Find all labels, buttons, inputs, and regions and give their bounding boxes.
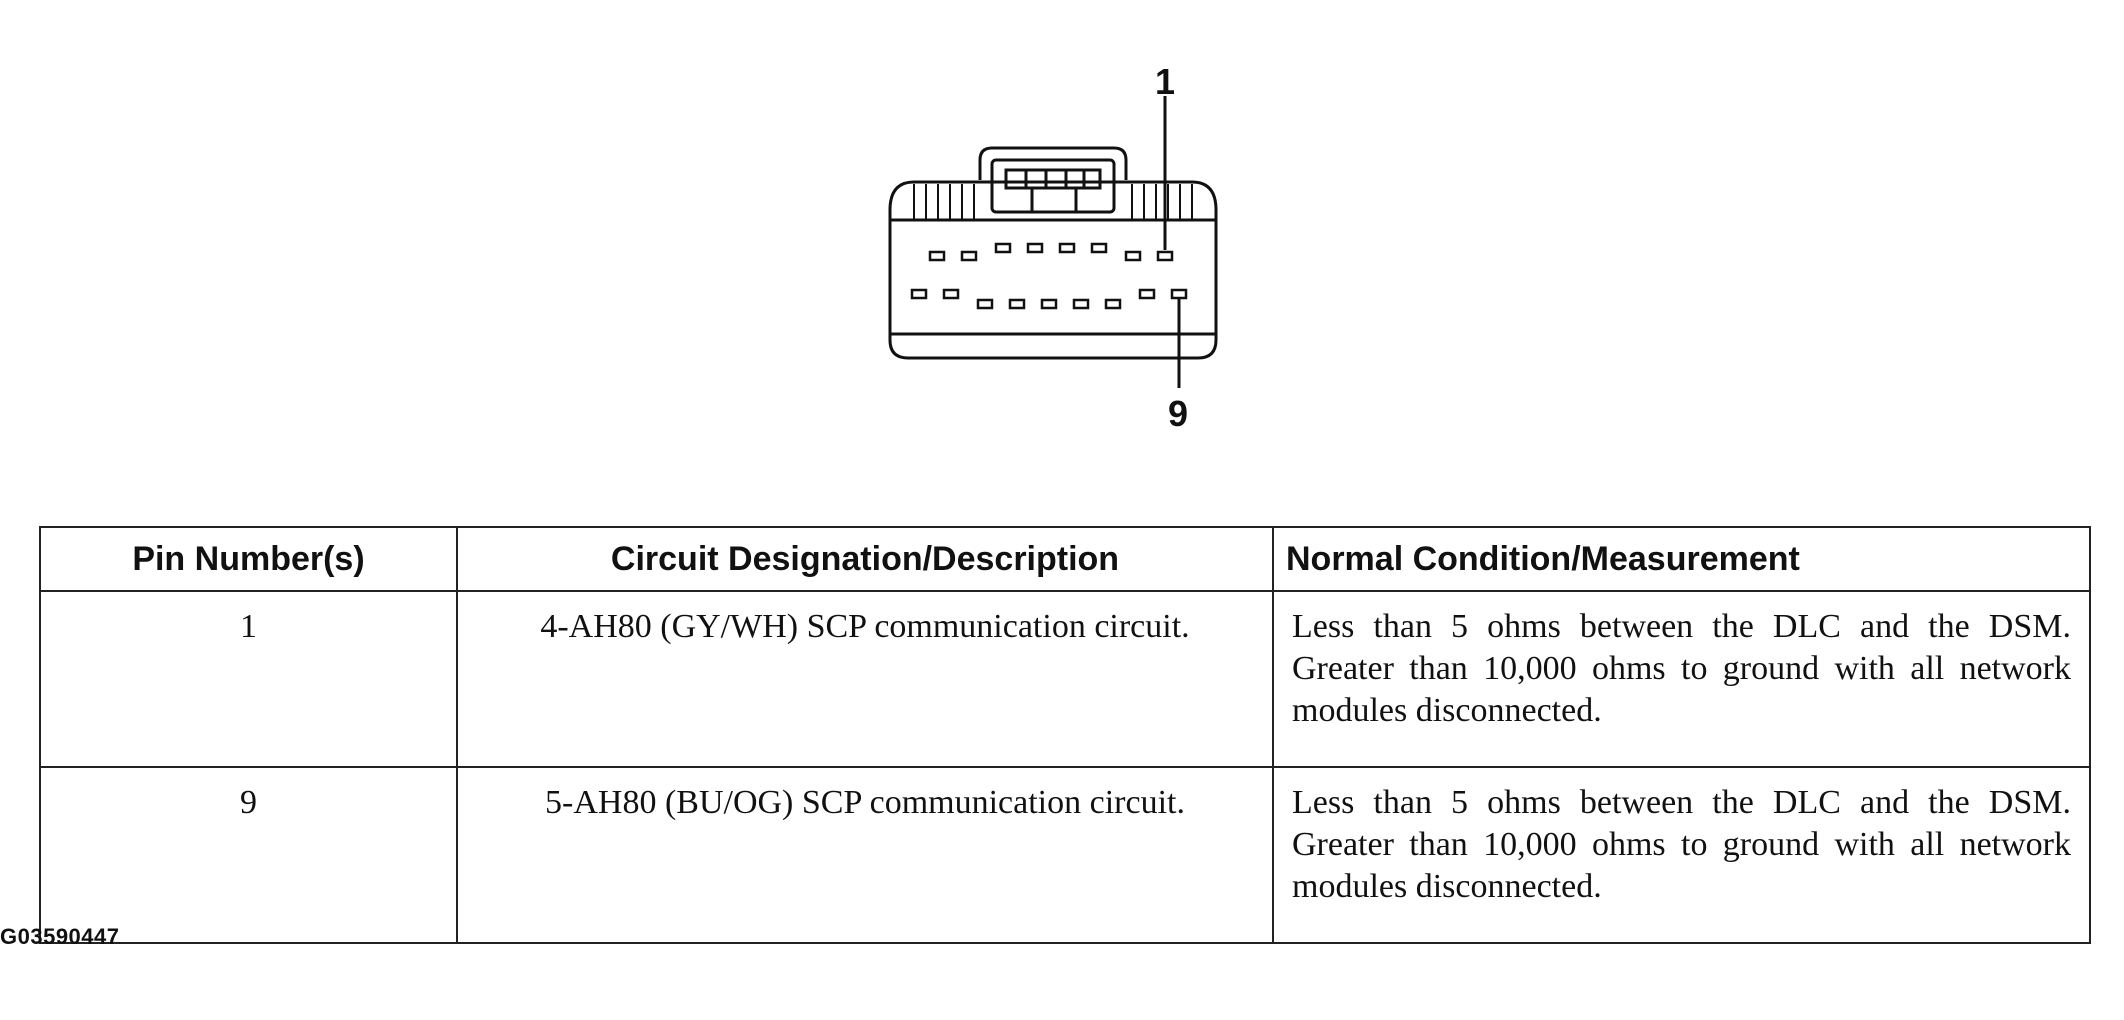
pin-9-callout: 9 <box>1168 393 1188 434</box>
table-row: 1 4-AH80 (GY/WH) SCP communication circu… <box>39 590 2091 768</box>
pinout-table: Pin Number(s) Circuit Designation/Descri… <box>39 526 2091 944</box>
pin-number-cell: 1 <box>39 590 458 768</box>
pin-number-cell: 9 <box>39 766 458 944</box>
circuit-description-cell: 5-AH80 (BU/OG) SCP communication circuit… <box>456 766 1274 944</box>
table-header-row: Pin Number(s) Circuit Designation/Descri… <box>39 526 2091 592</box>
figure-id: G03590447 <box>0 924 120 949</box>
condition-measurement-cell: Less than 5 ohms between the DLC and the… <box>1272 766 2091 944</box>
header-pin-numbers: Pin Number(s) <box>39 526 458 592</box>
header-normal-condition: Normal Condition/Measurement <box>1272 526 2091 592</box>
header-circuit-designation: Circuit Designation/Description <box>456 526 1274 592</box>
pin-cavities <box>910 242 1188 310</box>
pin-1-callout: 1 <box>1155 61 1175 102</box>
connector-face-diagram: 1 9 <box>870 60 1230 450</box>
connector-body <box>888 146 1218 360</box>
pin-leader-lines <box>1163 96 1181 388</box>
condition-measurement-cell: Less than 5 ohms between the DLC and the… <box>1272 590 2091 768</box>
table-row: 9 5-AH80 (BU/OG) SCP communication circu… <box>39 766 2091 944</box>
circuit-description-cell: 4-AH80 (GY/WH) SCP communication circuit… <box>456 590 1274 768</box>
